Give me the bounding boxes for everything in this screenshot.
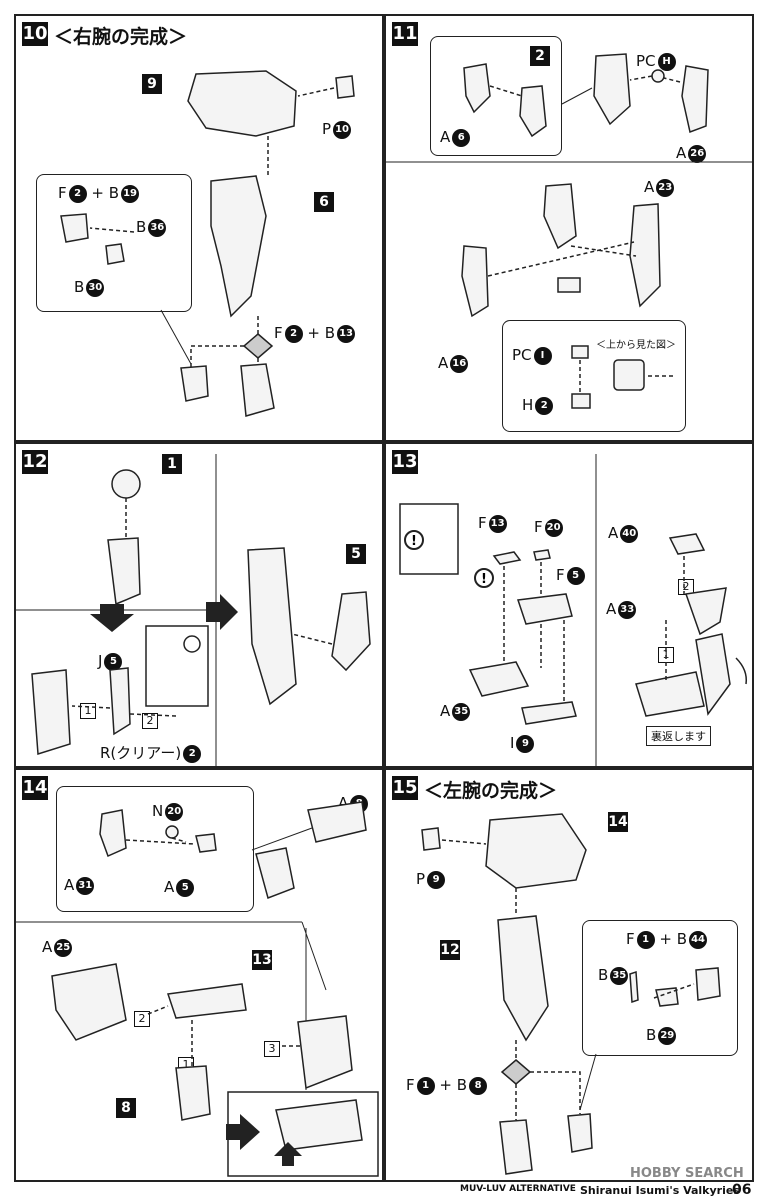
part-tag-13: 13 bbox=[252, 950, 272, 970]
flip-note: 裏返します bbox=[646, 726, 711, 746]
step-13-drawing: ! ! bbox=[399, 454, 748, 766]
watermark: HOBBY SEARCH bbox=[630, 1166, 744, 1181]
part-tag-9: 9 bbox=[142, 74, 162, 94]
page-number: 06 bbox=[732, 1182, 752, 1198]
label-r2: R(クリアー)2 bbox=[100, 742, 202, 763]
order-2: 2 bbox=[134, 1008, 150, 1027]
step-12-drawing bbox=[16, 454, 371, 766]
part-tag-8: 8 bbox=[116, 1098, 136, 1118]
part-tag-12: 12 bbox=[440, 940, 460, 960]
part-tag-5: 5 bbox=[346, 544, 366, 564]
step-number: 10 bbox=[22, 22, 48, 46]
part-tag-2: 2 bbox=[530, 46, 550, 66]
step-number: 13 bbox=[392, 450, 418, 474]
order-2: 2 bbox=[142, 710, 158, 729]
svg-text:!: ! bbox=[481, 572, 487, 587]
step-15-drawing bbox=[421, 813, 721, 1175]
order-3: 3 bbox=[264, 1038, 280, 1057]
hand-callout bbox=[36, 174, 192, 312]
step-number: 14 bbox=[22, 776, 48, 800]
footer-brand: Shiranui Isumi's Valkyries bbox=[580, 1184, 740, 1197]
step-14-drawing bbox=[16, 801, 379, 1177]
step-number: 11 bbox=[392, 22, 418, 46]
part-tag-14: 14 bbox=[608, 812, 628, 832]
part-tag-1: 1 bbox=[162, 454, 182, 474]
step-title: ＜左腕の完成＞ bbox=[424, 780, 558, 802]
step-number: 15 bbox=[392, 776, 418, 800]
step-14-panel: 14 N20 A8 A31 A5 A25 13 8 2 1 3 bbox=[14, 768, 384, 1182]
svg-text:!: ! bbox=[411, 534, 417, 549]
step-title: ＜右腕の完成＞ bbox=[54, 26, 188, 48]
top-view-label: ＜上から見た図＞ bbox=[596, 340, 676, 351]
step-number: 12 bbox=[22, 450, 48, 474]
part-tag-6: 6 bbox=[314, 192, 334, 212]
order-1: 1 bbox=[80, 700, 96, 719]
step-10-drawing bbox=[60, 70, 355, 417]
step-11-drawing bbox=[386, 53, 752, 409]
footer-maker: MUV-LUV ALTERNATIVE bbox=[460, 1184, 576, 1194]
